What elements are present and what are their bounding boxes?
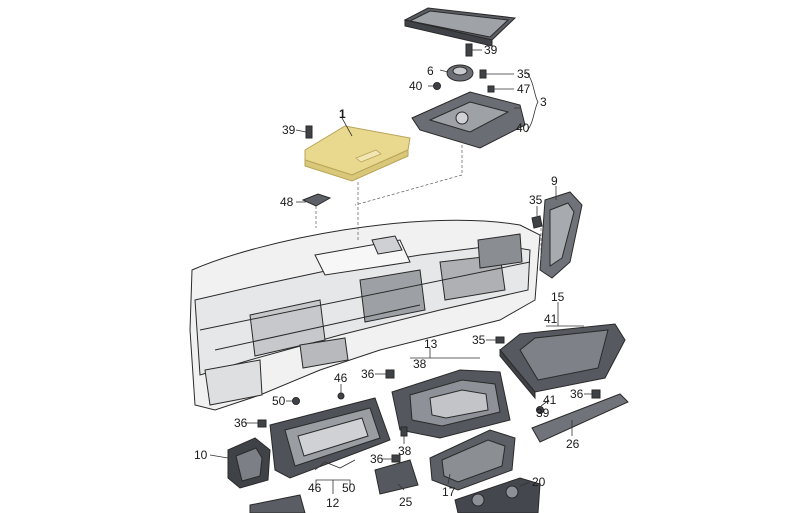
callout-47[interactable]: 47 (517, 82, 531, 96)
clip-38-lower[interactable] (400, 426, 408, 437)
clip-50-left[interactable] (292, 397, 300, 405)
clip-46-upper[interactable] (337, 392, 345, 400)
part-6-speaker[interactable] (446, 64, 474, 82)
dashboard-panel (189, 219, 541, 411)
callout-40-right[interactable]: 40 (516, 121, 530, 135)
callout-13[interactable]: 13 (424, 337, 438, 351)
callout-48[interactable]: 48 (280, 195, 294, 209)
clip-47[interactable] (487, 85, 495, 93)
callout-35-side[interactable]: 35 (529, 193, 543, 207)
callout-41-upper[interactable]: 41 (544, 312, 558, 326)
clip-39-right[interactable] (536, 406, 544, 414)
callout-35-glovebox[interactable]: 35 (472, 333, 486, 347)
screw-39-left[interactable] (305, 125, 313, 139)
part-13-center-frame[interactable] (391, 369, 511, 439)
part-10-air-vent[interactable] (227, 437, 271, 489)
part-12-cluster-frame[interactable] (269, 397, 391, 479)
screw-36-lower[interactable] (391, 454, 401, 463)
callout-20[interactable]: 20 (532, 475, 546, 489)
callout-10[interactable]: 10 (194, 448, 208, 462)
part-15-glovebox[interactable] (499, 323, 626, 400)
callout-3[interactable]: 3 (540, 95, 547, 109)
callout-35-top[interactable]: 35 (517, 67, 531, 81)
callout-39-top[interactable]: 39 (484, 43, 498, 57)
part-20-climate-panel[interactable] (454, 477, 541, 513)
callout-9[interactable]: 9 (551, 174, 558, 188)
screw-36-center[interactable] (385, 369, 395, 379)
part-26-trim-strip[interactable] (531, 393, 629, 443)
callout-50-lower[interactable]: 50 (342, 481, 356, 495)
screw-36-right[interactable] (591, 389, 601, 399)
callout-38-lower[interactable]: 38 (398, 444, 412, 458)
leader-lines (209, 49, 592, 494)
fastener-39-top[interactable] (465, 43, 473, 57)
callout-1[interactable]: 1 (339, 107, 346, 121)
lower-trim-piece[interactable] (249, 494, 306, 513)
callout-17[interactable]: 17 (442, 485, 456, 499)
callout-41-lower[interactable]: 41 (543, 393, 557, 407)
callout-39-left[interactable]: 39 (282, 123, 296, 137)
part-3-bracket[interactable] (411, 91, 526, 149)
part-25-cover[interactable] (374, 459, 419, 495)
callout-36-right[interactable]: 36 (570, 387, 584, 401)
callout-25[interactable]: 25 (399, 495, 413, 509)
callout-36-left[interactable]: 36 (234, 416, 248, 430)
clip-35-top[interactable] (479, 69, 487, 79)
part-9-side-trim[interactable] (539, 191, 583, 279)
callout-38-upper[interactable]: 38 (413, 357, 427, 371)
top-display-screen[interactable] (403, 7, 517, 47)
screw-35-glovebox[interactable] (495, 336, 505, 344)
callout-50-left[interactable]: 50 (272, 394, 286, 408)
guide-lines (315, 140, 542, 260)
callout-26[interactable]: 26 (566, 437, 580, 451)
callout-46-upper[interactable]: 46 (334, 371, 348, 385)
callout-6[interactable]: 6 (427, 64, 434, 78)
clip-35-side[interactable] (531, 215, 543, 229)
callout-36-center[interactable]: 36 (361, 367, 375, 381)
part-17-console-trim[interactable] (429, 429, 516, 491)
callout-labels: 1 3 6 9 10 12 13 15 17 20 25 26 35 35 35… (194, 43, 584, 510)
callout-12[interactable]: 12 (326, 496, 340, 510)
part-1-tray[interactable] (304, 125, 411, 182)
screw-36-left[interactable] (257, 419, 267, 428)
callout-40-top[interactable]: 40 (409, 79, 423, 93)
callout-15[interactable]: 15 (551, 290, 565, 304)
callout-36-lower[interactable]: 36 (370, 452, 384, 466)
part-48-sensor[interactable] (301, 193, 332, 207)
callout-39-right[interactable]: 39 (536, 406, 550, 420)
callout-46-lower[interactable]: 46 (308, 481, 322, 495)
